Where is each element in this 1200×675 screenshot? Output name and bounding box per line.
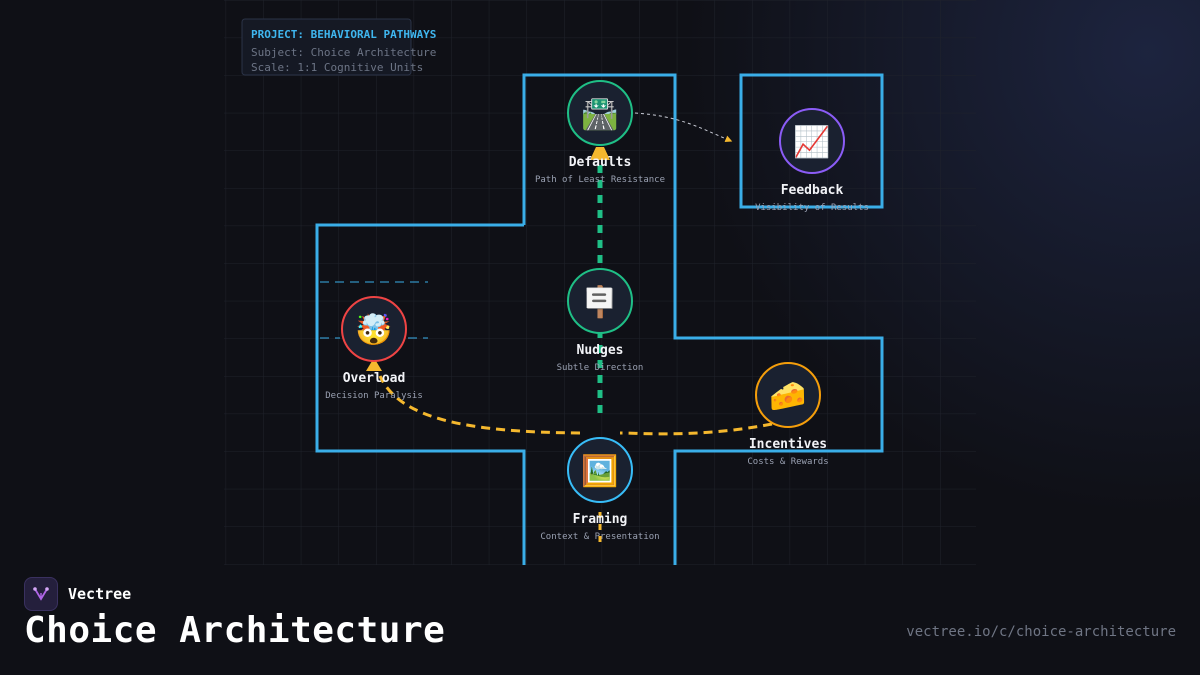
node-feedback-title: Feedback (781, 183, 844, 198)
incentive-path (378, 375, 773, 436)
node-defaults-title: Defaults (569, 155, 632, 170)
cheese-icon: 🧀 (769, 379, 806, 414)
paths (366, 112, 773, 546)
signpost-icon: 🪧 (581, 284, 618, 320)
node-overload-title: Overload (343, 371, 406, 386)
node-defaults-subtitle: Path of Least Resistance (535, 175, 665, 185)
node-framing-subtitle: Context & Presentation (540, 532, 659, 542)
page-url[interactable]: vectree.io/c/choice-architecture (906, 624, 1176, 640)
node-feedback-circle (779, 108, 845, 174)
node-framing-title: Framing (573, 512, 628, 527)
node-feedback-subtitle: Visibility of Results (755, 203, 869, 213)
node-overload-subtitle: Decision Paralysis (325, 391, 423, 401)
node-overload-circle (341, 296, 407, 362)
info-subject: Subject: Choice Architecture (251, 46, 436, 59)
feedback-link (634, 112, 733, 143)
maze-walls (315, 73, 884, 565)
node-defaults-circle (567, 80, 633, 146)
node-incentives-circle (755, 362, 821, 428)
info-panel: PROJECT: BEHAVIORAL PATHWAYS Subject: Ch… (241, 18, 436, 76)
node-nudges-circle (567, 268, 633, 334)
info-scale: Scale: 1:1 Cognitive Units (251, 61, 423, 74)
page-title: Choice Architecture (24, 610, 446, 651)
info-project: PROJECT: BEHAVIORAL PATHWAYS (251, 28, 436, 41)
vectree-logo-icon (24, 577, 58, 611)
brand-name: Vectree (68, 585, 132, 603)
overload-guides (320, 281, 428, 339)
defaults-pointer (590, 147, 610, 160)
wall-feedback-room (739, 73, 884, 209)
framed-picture-icon: 🖼️ (581, 453, 618, 489)
chart-increasing-icon: 📈 (793, 124, 830, 160)
node-framing-circle (567, 437, 633, 503)
road-icon: 🛣️ (581, 97, 618, 132)
node-incentives-subtitle: Costs & Rewards (747, 457, 828, 467)
brand[interactable]: Vectree (24, 577, 131, 611)
choice-architecture-diagram: PROJECT: BEHAVIORAL PATHWAYS Subject: Ch… (224, 0, 976, 565)
wall-main-left (315, 223, 526, 565)
wall-main-top (522, 73, 884, 565)
exploding-head-icon: 🤯 (355, 312, 392, 348)
node-incentives-title: Incentives (749, 437, 827, 452)
node-nudges-subtitle: Subtle Direction (557, 363, 644, 373)
overload-pointer (366, 361, 382, 371)
node-nudges-title: Nudges (577, 343, 624, 358)
